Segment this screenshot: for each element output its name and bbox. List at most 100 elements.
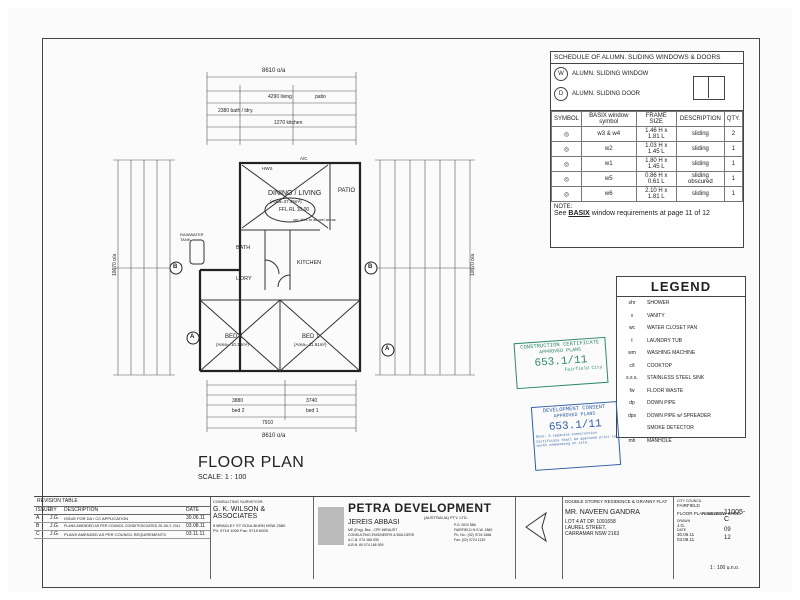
legend-label: WATER CLOSET PAN xyxy=(647,325,698,332)
room-kitchen-label: KITCHEN xyxy=(297,260,322,266)
legend-item: wc WATER CLOSET PAN xyxy=(617,322,745,335)
legend-abbrev: mh xyxy=(628,437,636,444)
room-patio-label: PATIO xyxy=(338,188,356,194)
room-dining-area: (Area=37.45m²) xyxy=(270,199,302,204)
legend-item: SMOKE DETECTOR xyxy=(617,422,745,435)
left-total-dim: 10670 o/a xyxy=(112,253,119,277)
sheet-total: 12 xyxy=(724,535,731,541)
sheet-info-cell: CITY COUNCIL FAIRFIELD FLOOR PLAN WINDOW… xyxy=(677,499,742,542)
dim-7910: 7910 xyxy=(262,420,274,426)
legend-abbrev: v xyxy=(630,312,634,319)
revision-table: REVISION TABLE ISSUE BY DESCRIPTION DATE… xyxy=(34,497,211,579)
legend-item: s.s.s. STAINLESS STEEL SINK xyxy=(617,372,745,385)
bottom-overall-dim: 8610 o/a xyxy=(262,433,286,439)
legend-abbrev: wm xyxy=(628,350,636,357)
dim-kitchen: 1270 kitchen xyxy=(274,120,303,126)
legend-abbrev: s.s.s. xyxy=(626,375,638,382)
legend-abbrev: wc xyxy=(628,325,636,332)
legend-label: MANHOLE xyxy=(647,437,672,444)
dim-bed1: bed 1 xyxy=(306,408,319,414)
dim-bed2: bed 2 xyxy=(232,408,245,414)
legend-item: wm WASHING MACHINE xyxy=(617,347,745,360)
window-legend-label: ALUMN. SLIDING WINDOW xyxy=(572,71,649,77)
revision-row: C J.G. PLANS AMENDED AS PER COUNCIL REQU… xyxy=(34,531,210,539)
ffl-label: FFL RL 10.00 xyxy=(279,207,310,213)
legend-label: COOKTOP xyxy=(647,362,672,369)
legend-label: STAINLESS STEEL SINK xyxy=(647,375,705,382)
dim-living: 4290 living xyxy=(268,94,292,100)
section-mark-a-right: A xyxy=(385,346,390,352)
col-symbol: SYMBOL xyxy=(550,111,583,127)
company-logo xyxy=(318,507,344,545)
legend-abbrev: t xyxy=(631,337,633,344)
section-mark-b-left: B xyxy=(173,264,178,270)
room-bed1-label: BED 1 xyxy=(302,334,320,340)
tiles-note: cer. tiles to all wet areas xyxy=(293,217,336,222)
drawing-number: 11005-C xyxy=(724,509,746,523)
room-bed2-area: (Area= 10.36m²) xyxy=(216,342,249,347)
note-label: NOTE: xyxy=(554,204,573,210)
project-cell: DOUBLE STOREY RESIDENCE & GRANNY FLAT MR… xyxy=(562,497,674,579)
section-mark-a-left: A xyxy=(190,334,195,340)
legend-item: shr SHOWER xyxy=(617,297,745,310)
window-symbol-icon: W xyxy=(554,67,568,81)
legend-item: t LAUNDRY TUB xyxy=(617,335,745,348)
schedule-table: SYMBOL BASIX window symbol FRAME SIZE DE… xyxy=(550,111,744,202)
dim-3740: 3740 xyxy=(306,398,318,404)
walls xyxy=(198,161,362,373)
legend-abbrev: dp xyxy=(629,400,635,407)
col-desc: DESCRIPTION xyxy=(676,111,725,127)
right-total-dim: 10670 o/a xyxy=(470,253,477,277)
drawing-frame xyxy=(42,38,760,588)
tank-label: RAINWATER TANK xyxy=(180,232,204,242)
legend-label: SMOKE DETECTOR xyxy=(647,425,694,432)
room-bath-label: BATH xyxy=(236,245,251,251)
hws-label: HWS xyxy=(262,166,273,171)
drawing-scale: SCALE: 1 : 100 xyxy=(198,474,247,481)
col-basix: BASIX window symbol xyxy=(581,111,637,127)
window-elevation-icon xyxy=(681,64,743,110)
sheet-number: 09 xyxy=(724,527,731,533)
legend-title: LEGEND xyxy=(617,277,745,297)
legend-label: VANITY xyxy=(647,312,665,319)
revision-row: A J.G. ISSUE FOR DA / CC APPLICATION 30.… xyxy=(34,515,210,523)
top-overall-dim: 8610 o/a xyxy=(262,68,286,74)
window-schedule: SCHEDULE OF ALUMN. SLIDING WINDOWS & DOO… xyxy=(550,51,744,248)
dim-patio: patio xyxy=(315,94,326,100)
consultant-cell: CONSULTING SURVEYOR: G. K. WILSON & ASSO… xyxy=(210,497,314,579)
dim-bath: 2380 bath / ldry. xyxy=(218,108,254,114)
legend-item: v VANITY xyxy=(617,310,745,323)
revision-row: B J.G. PLANS AMENDED AS PER COUNCIL COND… xyxy=(34,523,210,531)
legend-abbrev: shr xyxy=(628,300,636,307)
legend-item: mh MANHOLE xyxy=(617,435,745,448)
titleblock-scale: 1 : 100 u.n.o. xyxy=(710,565,740,571)
legend-label: SHOWER xyxy=(647,300,670,307)
basix-note: See BASIX window requirements at page 11… xyxy=(554,210,710,217)
title-block: REVISION TABLE ISSUE BY DESCRIPTION DATE… xyxy=(34,496,750,579)
development-consent-stamp: DEVELOPMENT CONSENT APPROVED PLANS 653.1… xyxy=(530,401,622,471)
north-arrow-icon xyxy=(525,511,547,543)
room-bed1-area: (Area= 11.61m²) xyxy=(294,342,327,347)
legend-label: WASHING MACHINE xyxy=(647,350,696,357)
north-arrow xyxy=(516,497,563,579)
drawing-title: FLOOR PLAN xyxy=(198,454,305,471)
section-markers xyxy=(169,261,395,357)
room-dining-label: DINING / LIVING xyxy=(268,190,322,197)
legend-label: LAUNDRY TUB xyxy=(647,337,683,344)
dim-3880: 3880 xyxy=(232,398,244,404)
section-mark-b-right: B xyxy=(368,264,373,270)
col-qty: QTY. xyxy=(723,111,744,127)
door-symbol-icon: D xyxy=(554,87,568,101)
room-bed2-label: BED 2 xyxy=(225,334,243,340)
legend-label: FLOOR WASTE xyxy=(647,387,684,394)
